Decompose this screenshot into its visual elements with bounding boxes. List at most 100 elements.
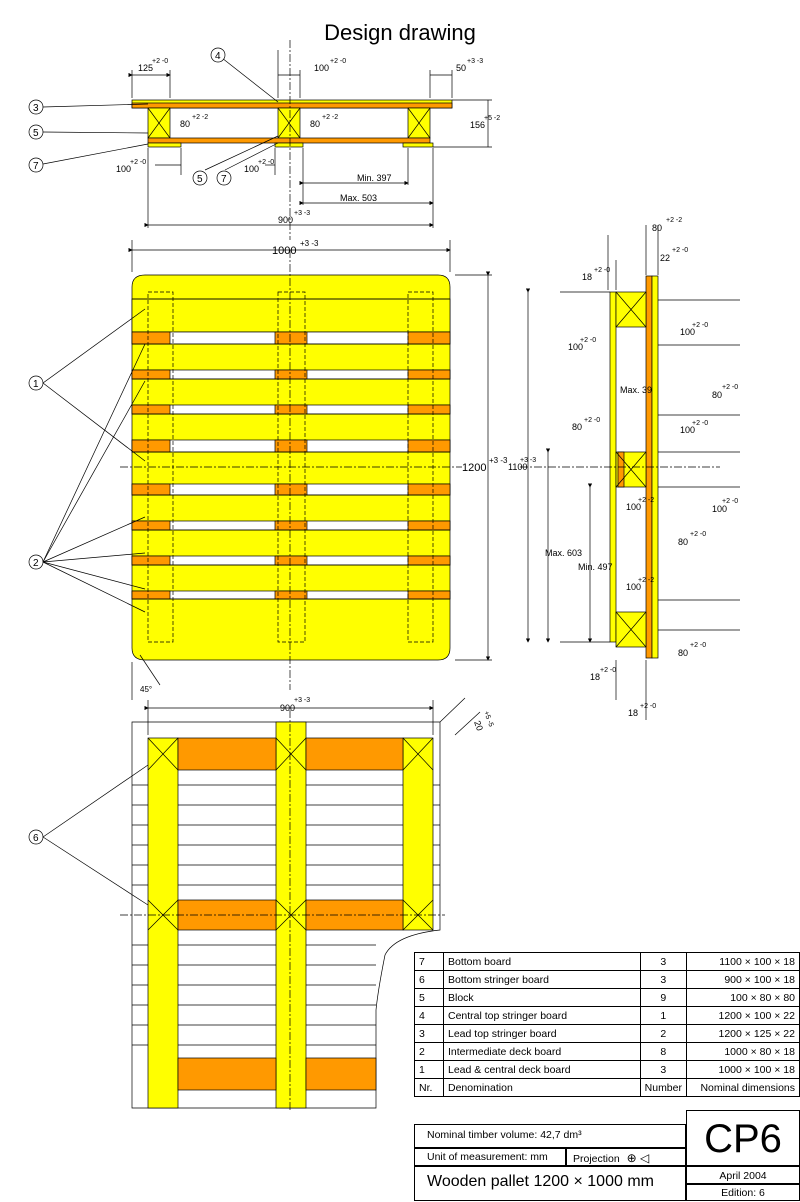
end-view-dim-labels: 80 +2 -2 22 +2 -0 18 +2 -0 100 +2 -0 100… — [508, 217, 738, 718]
parts-header-dims: Nominal dimensions — [686, 1078, 800, 1097]
block-visible — [407, 404, 451, 415]
block-visible — [274, 520, 308, 531]
block-visible — [131, 483, 171, 496]
callout-label: 1 — [33, 379, 39, 390]
dim-900-bottom: 900 — [280, 703, 295, 713]
part-name: Lead & central deck board — [443, 1060, 641, 1079]
dim-125: 125 — [138, 63, 153, 73]
svg-text:+3 -3: +3 -3 — [300, 239, 319, 248]
dim-80-end-d: 80 — [678, 537, 688, 547]
dim-100-end-e: 100 — [712, 504, 727, 514]
part-name: Lead top stringer board — [443, 1024, 641, 1043]
side-view-dim-labels: 125 +2 -0 100 +2 -0 50 +3 -3 80 +2 -2 80… — [116, 58, 500, 225]
part-dims: 1000 × 100 × 18 — [686, 1060, 800, 1079]
part-qty: 9 — [639, 988, 688, 1007]
callout-7: 7 — [28, 157, 44, 173]
block-visible — [274, 555, 308, 566]
dim-100-end-f: 100 — [626, 582, 641, 592]
part-name: Intermediate deck board — [443, 1042, 641, 1061]
drawing-date: April 2004 — [686, 1166, 800, 1184]
svg-text:+2 -0: +2 -0 — [690, 642, 706, 649]
plan-view-dim-labels: 1000 +3 -3 1200 +3 -3 45° — [140, 239, 508, 694]
drawing-name: Wooden pallet 1200 × 1000 mm — [414, 1166, 686, 1201]
part-qty: 3 — [639, 952, 688, 971]
callout-4: 4 — [210, 47, 226, 63]
svg-text:+2 -0: +2 -0 — [690, 531, 706, 538]
part-nr: 7 — [414, 952, 444, 971]
part-qty: 8 — [639, 1042, 688, 1061]
svg-text:+3 -3: +3 -3 — [294, 697, 310, 704]
part-qty: 3 — [639, 1060, 688, 1079]
callout-label: 7 — [33, 161, 39, 172]
block-visible — [131, 590, 171, 600]
dim-20: 20 — [472, 719, 485, 732]
svg-text:+2 -2: +2 -2 — [638, 497, 654, 504]
block-visible — [407, 439, 451, 453]
dim-45deg: 45° — [140, 685, 152, 694]
dim-max-503: Max. 503 — [340, 193, 377, 203]
dim-100-bottom-a: 100 — [116, 164, 131, 174]
part-name: Bottom board — [443, 952, 641, 971]
timber-volume: Nominal timber volume: 42,7 dm³ — [414, 1124, 686, 1148]
svg-text:+2 -0: +2 -0 — [580, 337, 596, 344]
part-dims: 1100 × 100 × 18 — [686, 952, 800, 971]
callout-label: 4 — [215, 51, 221, 62]
svg-text:+2 -0: +2 -0 — [152, 58, 168, 65]
unit-of-measurement: Unit of measurement: mm — [414, 1148, 566, 1166]
svg-text:+2 -0: +2 -0 — [258, 159, 274, 166]
dim-max-39: Max. 39 — [620, 385, 652, 395]
dim-1200: 1200 — [462, 462, 486, 474]
callout-label: 5 — [33, 128, 39, 139]
projection-symbol-icon: ⊕ ◁ — [626, 1151, 650, 1165]
block-visible — [407, 331, 451, 345]
block-visible — [131, 331, 171, 345]
part-nr: 4 — [414, 1006, 444, 1025]
svg-text:+3 -3: +3 -3 — [489, 456, 508, 465]
dim-18-top: 18 — [582, 272, 592, 282]
dim-100-bottom-b: 100 — [244, 164, 259, 174]
svg-text:+2 -0: +2 -0 — [640, 703, 656, 710]
dim-50: 50 — [456, 63, 466, 73]
dim-1100: 1100 — [508, 462, 527, 472]
dim-80-end-b: 80 — [712, 390, 722, 400]
dim-100-end-d: 100 — [626, 502, 641, 512]
svg-text:+2 -0: +2 -0 — [692, 420, 708, 427]
block-visible — [407, 555, 451, 566]
parts-header-name: Denomination — [443, 1078, 641, 1097]
callout-5: 5 — [28, 124, 44, 140]
callout-7: 7 — [216, 170, 232, 186]
part-qty: 3 — [639, 970, 688, 989]
dim-900-side: 900 — [278, 215, 293, 225]
callout-label: 3 — [33, 103, 39, 114]
svg-text:+2 -0: +2 -0 — [600, 667, 616, 674]
block-visible — [131, 439, 171, 453]
dim-100-top: 100 — [314, 63, 329, 73]
drawing-code: CP6 — [686, 1110, 800, 1166]
callout-label: 6 — [33, 833, 39, 844]
projection-cell: Projection ⊕ ◁ — [566, 1148, 686, 1166]
callout-label: 5 — [197, 174, 203, 185]
block-visible — [274, 331, 308, 345]
svg-text:+2 -0: +2 -0 — [130, 159, 146, 166]
dim-100-end-a: 100 — [568, 342, 583, 352]
drawing-title: Design drawing — [324, 20, 476, 45]
svg-text:+2 -0: +2 -0 — [584, 417, 600, 424]
dim-156: 156 — [470, 120, 485, 130]
projection-label: Projection — [573, 1153, 620, 1165]
part-nr: 3 — [414, 1024, 444, 1043]
dim-22: 22 — [660, 253, 670, 263]
svg-text:+2 -0: +2 -0 — [722, 498, 738, 505]
dim-18-bottom: 18 — [628, 708, 638, 718]
block-visible — [407, 483, 451, 496]
part-name: Block — [443, 988, 641, 1007]
end-view — [520, 225, 740, 720]
svg-text:+5 -2: +5 -2 — [484, 115, 500, 122]
svg-text:+2 -0: +2 -0 — [594, 267, 610, 274]
callout-6: 6 — [28, 829, 44, 845]
